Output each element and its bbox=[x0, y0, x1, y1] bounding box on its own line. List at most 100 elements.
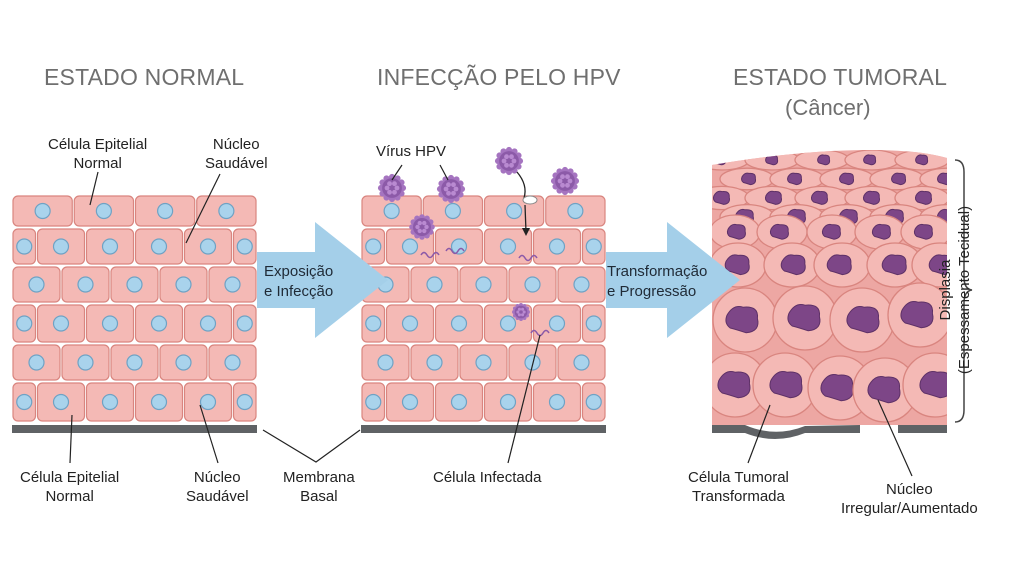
irregular-nucleus bbox=[769, 223, 789, 240]
arrow-exposure bbox=[257, 222, 388, 338]
healthy-nucleus bbox=[548, 393, 566, 411]
irregular-nucleus bbox=[862, 190, 880, 205]
arrow-label-transformation-line1: Transformação bbox=[607, 263, 708, 280]
entry-path bbox=[516, 171, 526, 199]
healthy-nucleus bbox=[401, 238, 419, 255]
label-basal-membrane-line1: Membrana bbox=[283, 469, 355, 486]
healthy-nucleus bbox=[16, 393, 33, 411]
arrow-transformation bbox=[606, 222, 740, 338]
dysplasia-label: Displasia (Espessamento Tecidual) bbox=[936, 206, 974, 374]
healthy-nucleus bbox=[499, 315, 517, 332]
healthy-nucleus bbox=[101, 315, 119, 332]
leader-nucleus-top bbox=[185, 173, 221, 244]
irregular-nucleus bbox=[780, 254, 806, 276]
label-infected-cell: Célula Infectada bbox=[433, 469, 542, 486]
healthy-nucleus bbox=[52, 393, 70, 411]
hpv-virus-icon bbox=[494, 146, 524, 176]
entry-arrow bbox=[524, 204, 527, 233]
arrow-label-transformation: Transformação e Progressão bbox=[607, 262, 707, 302]
irregular-nucleus bbox=[820, 374, 854, 402]
healthy-nucleus bbox=[426, 354, 443, 371]
healthy-nucleus bbox=[524, 276, 541, 293]
healthy-nucleus bbox=[52, 238, 70, 255]
hpv-viruses bbox=[377, 146, 580, 321]
stage-title-infection: INFECÇÃO PELO HPV bbox=[377, 64, 621, 90]
leader-tumor-cell bbox=[747, 404, 771, 464]
irregular-nucleus bbox=[863, 154, 877, 166]
irregular-nucleus bbox=[914, 190, 932, 205]
healthy-nucleus bbox=[450, 393, 468, 411]
label-tumor-cell: Célula Tumoral Transformada bbox=[688, 468, 789, 506]
stage-title-tumor: ESTADO TUMORAL bbox=[733, 64, 948, 90]
label-normal-cell-bottom-line2: Normal bbox=[45, 488, 94, 505]
irregular-nucleus bbox=[769, 371, 803, 399]
irregular-nucleus bbox=[713, 154, 727, 166]
entry-pore bbox=[522, 195, 538, 205]
label-healthy-nucleus-top-line1: Núcleo bbox=[212, 136, 260, 153]
label-tumor-nucleus: Núcleo Irregular/Aumentado bbox=[841, 480, 978, 518]
hpv-virus-icon bbox=[377, 173, 407, 203]
label-healthy-nucleus-bottom-line1: Núcleo bbox=[193, 469, 241, 486]
healthy-nucleus bbox=[224, 276, 241, 293]
leader-lines bbox=[69, 164, 913, 477]
label-normal-cell-top-line1: Célula Epitelial bbox=[48, 136, 148, 153]
healthy-nucleus bbox=[16, 315, 33, 332]
irregular-nucleus bbox=[810, 190, 828, 205]
stage-subtitle-tumor: (Câncer) bbox=[785, 95, 871, 120]
irregular-nucleus bbox=[871, 223, 891, 240]
basal-membrane-tumor-broken bbox=[712, 425, 860, 439]
irregular-nucleus bbox=[839, 172, 855, 186]
healthy-nucleus bbox=[150, 238, 168, 255]
label-healthy-nucleus-bottom-line2: Saudável bbox=[186, 488, 249, 505]
healthy-nucleus bbox=[77, 276, 94, 293]
healthy-nucleus bbox=[157, 202, 174, 220]
dysplasia-label-line2: (Espessamento Tecidual) bbox=[956, 205, 973, 375]
healthy-nucleus bbox=[524, 354, 541, 371]
leader-nucleus-bottom bbox=[199, 404, 219, 464]
leader-infected-cell bbox=[507, 334, 541, 464]
tumor-tissue bbox=[712, 150, 947, 425]
entry-arrowhead bbox=[522, 228, 530, 236]
healthy-nucleus bbox=[401, 315, 419, 332]
healthy-nucleus bbox=[126, 354, 143, 371]
dysplasia-label-line1: Displasia bbox=[937, 259, 954, 321]
healthy-nucleus bbox=[175, 354, 192, 371]
healthy-nucleus bbox=[28, 354, 45, 371]
stage-title-normal: ESTADO NORMAL bbox=[44, 64, 245, 90]
healthy-nucleus bbox=[218, 202, 235, 220]
healthy-nucleus bbox=[548, 315, 566, 332]
label-normal-cell-bottom-line1: Célula Epitelial bbox=[20, 469, 120, 486]
label-healthy-nucleus-top: Núcleo Saudável bbox=[205, 135, 268, 173]
hpv-virus-icon bbox=[550, 166, 580, 196]
healthy-nucleus bbox=[16, 238, 33, 255]
healthy-nucleus bbox=[548, 238, 566, 255]
healthy-nucleus bbox=[236, 238, 253, 255]
basal-membrane-infected bbox=[361, 425, 606, 433]
label-normal-cell-top: Célula Epitelial Normal bbox=[48, 135, 147, 173]
tumor-cell bbox=[919, 167, 947, 191]
irregular-nucleus bbox=[712, 190, 730, 205]
irregular-nucleus bbox=[900, 301, 934, 329]
healthy-nucleus bbox=[475, 276, 492, 293]
healthy-nucleus bbox=[95, 202, 112, 220]
healthy-nucleus bbox=[426, 276, 443, 293]
irregular-nucleus bbox=[725, 306, 759, 334]
irregular-nucleus bbox=[717, 371, 751, 399]
healthy-nucleus bbox=[175, 276, 192, 293]
label-normal-cell-top-line2: Normal bbox=[73, 155, 122, 172]
irregular-nucleus bbox=[826, 254, 852, 276]
irregular-nucleus bbox=[919, 371, 947, 399]
label-basal-membrane: Membrana Basal bbox=[283, 468, 355, 506]
healthy-nucleus bbox=[585, 238, 602, 255]
arrow-label-exposure-line1: Exposição bbox=[264, 263, 334, 280]
irregular-nucleus bbox=[764, 190, 782, 205]
viral-dna bbox=[445, 247, 465, 255]
healthy-nucleus bbox=[199, 393, 217, 411]
leader-normal-cell-top bbox=[89, 171, 99, 206]
label-tumor-cell-line2: Transformada bbox=[692, 488, 785, 505]
healthy-nucleus bbox=[101, 238, 119, 255]
healthy-nucleus bbox=[377, 354, 394, 371]
irregular-nucleus bbox=[817, 154, 831, 166]
